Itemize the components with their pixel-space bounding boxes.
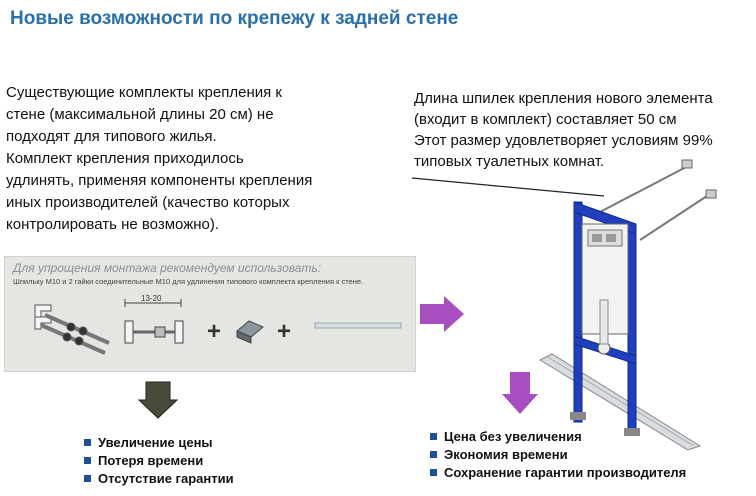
kit-subheading: Шпильку М10 и 2 гайки соединительные М10…: [13, 277, 364, 286]
text-line: подходят для типового жилья.: [6, 128, 217, 145]
kit-illustration: 13-20 + +: [34, 294, 402, 355]
text-line: иных производителей (качество которых: [6, 194, 290, 211]
purple-down-arrow-icon: [502, 372, 538, 414]
list-item: Увеличение цены: [84, 434, 234, 452]
extension-kit-panel: Для упрощения монтажа рекомендуем исполь…: [4, 256, 416, 372]
purple-right-arrow-icon: [420, 296, 464, 332]
installation-frame-illustration: [538, 159, 717, 450]
text-line: Комплект крепления приходилось: [6, 150, 244, 167]
list-item: Отсутствие гарантии: [84, 470, 234, 488]
existing-kits-description: Существующие комплекты крепления к стене…: [6, 82, 356, 236]
benefits-list: Цена без увеличения Экономия времени Сох…: [430, 428, 686, 482]
text-line: (входит в комплект) составляет 50 см: [414, 111, 677, 128]
new-element-description: Длина шпилек крепления нового элемента (…: [414, 88, 754, 172]
drawbacks-list: Увеличение цены Потеря времени Отсутстви…: [84, 434, 234, 488]
kit-heading: Для упрощения монтажа рекомендуем исполь…: [13, 261, 322, 275]
text-line: контролировать не возможно).: [6, 216, 220, 233]
text-line: удлинять, применяя компоненты крепления: [6, 172, 313, 189]
plus-sign: +: [277, 318, 291, 345]
list-item: Цена без увеличения: [430, 428, 686, 446]
dimension-label: 13-20: [141, 294, 162, 303]
text-line: Этот размер удовлетворяет условиям 99%: [414, 132, 713, 149]
text-line: стене (максимальной длины 20 см) не: [6, 106, 274, 123]
text-line: Существующие комплекты крепления к: [6, 84, 282, 101]
list-item: Сохранение гарантии производителя: [430, 464, 686, 482]
list-item: Потеря времени: [84, 452, 234, 470]
coupling-nut-icon: [236, 320, 264, 344]
threaded-rod-icon: [314, 322, 402, 329]
text-line: Длина шпилек крепления нового элемента: [414, 90, 713, 107]
plus-sign: +: [207, 318, 221, 345]
dark-down-arrow-icon: [138, 381, 178, 419]
bolt-icon: [40, 313, 110, 355]
page-title: Новые возможности по крепежу к задней ст…: [10, 8, 459, 29]
text-line: типовых туалетных комнат.: [414, 153, 605, 170]
list-item: Экономия времени: [430, 446, 686, 464]
dimension-drawing-icon: [124, 299, 184, 344]
